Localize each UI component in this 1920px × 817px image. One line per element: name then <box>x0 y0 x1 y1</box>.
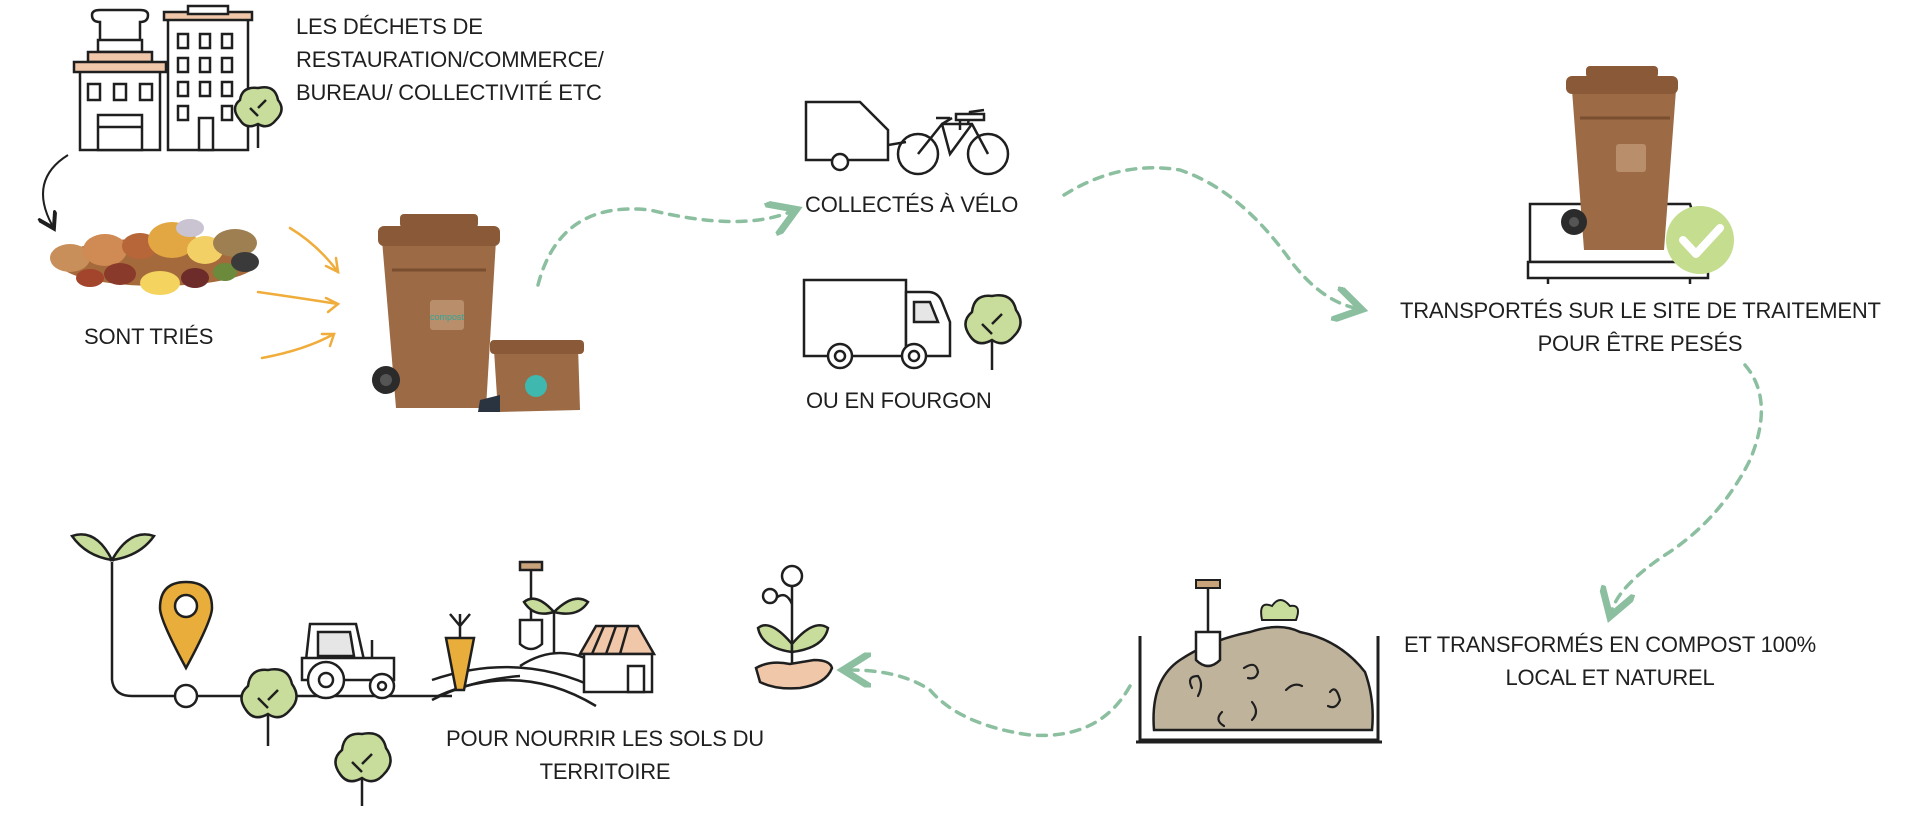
step-van-label: OU EN FOURGON <box>806 384 992 417</box>
tree-icon <box>334 732 392 806</box>
delivery-truck-icon <box>802 278 952 370</box>
tree-icon <box>964 294 1022 370</box>
tree-icon <box>233 86 283 148</box>
sorted-text: SONT TRIÉS <box>84 324 214 349</box>
step-compost-label: ET TRANSFORMÉS EN COMPOST 100% LOCAL ET … <box>1390 628 1830 694</box>
compost-line-2: LOCAL ET NATUREL <box>1505 665 1715 690</box>
tree-icon <box>240 668 298 746</box>
bike-text: COLLECTÉS À VÉLO <box>805 192 1019 217</box>
bucket-icon <box>478 340 584 412</box>
soil-line-2: TERRITOIRE <box>539 759 671 784</box>
sprout-icon <box>70 533 176 698</box>
shovel-icon <box>518 560 544 651</box>
origin-line-3: BUREAU/ COLLECTIVITÉ ETC <box>296 80 602 105</box>
van-text: OU EN FOURGON <box>806 388 992 413</box>
barn-icon <box>577 624 657 694</box>
bike-trailer-icon <box>804 100 1010 176</box>
sprout-icon <box>522 597 590 654</box>
hand-plant-icon <box>754 564 834 690</box>
compost-pile-icon <box>1136 579 1382 744</box>
flow-arrow-4 <box>850 670 1132 738</box>
origin-to-sort-arrow <box>43 154 69 225</box>
flow-arrow-3 <box>1612 363 1764 610</box>
flow-arrow-2 <box>1062 166 1355 308</box>
weigh-line-2: POUR ÊTRE PESÉS <box>1537 331 1743 356</box>
buildings-icon <box>72 4 254 152</box>
flow-arrow-1 <box>536 209 790 287</box>
sort-arrows <box>256 226 341 360</box>
location-pin-icon <box>158 580 214 709</box>
step-origin-label: LES DÉCHETS DE RESTAURATION/COMMERCE/ BU… <box>296 10 604 109</box>
soil-line-1: POUR NOURRIR LES SOLS DU <box>446 726 764 751</box>
tractor-icon <box>300 622 396 700</box>
carrot-icon <box>444 613 476 692</box>
step-weigh-label: TRANSPORTÉS SUR LE SITE DE TRAITEMENT PO… <box>1400 294 1881 360</box>
checkmark-icon <box>1666 206 1734 274</box>
compost-line-1: ET TRANSFORMÉS EN COMPOST 100% <box>1403 632 1817 657</box>
step-soil-label: POUR NOURRIR LES SOLS DU TERRITOIRE <box>430 722 780 788</box>
food-waste-icon <box>50 219 259 295</box>
origin-line-1: LES DÉCHETS DE <box>296 14 483 39</box>
bin-logo-text: compost <box>430 312 465 322</box>
brown-bin-icon <box>1561 66 1678 250</box>
brown-bin-icon: compost <box>372 214 500 408</box>
origin-line-2: RESTAURATION/COMMERCE/ <box>296 47 604 72</box>
step-bike-label: COLLECTÉS À VÉLO <box>805 188 1018 221</box>
weigh-line-1: TRANSPORTÉS SUR LE SITE DE TRAITEMENT <box>1400 298 1881 323</box>
step-sorted-label: SONT TRIÉS <box>84 320 213 353</box>
